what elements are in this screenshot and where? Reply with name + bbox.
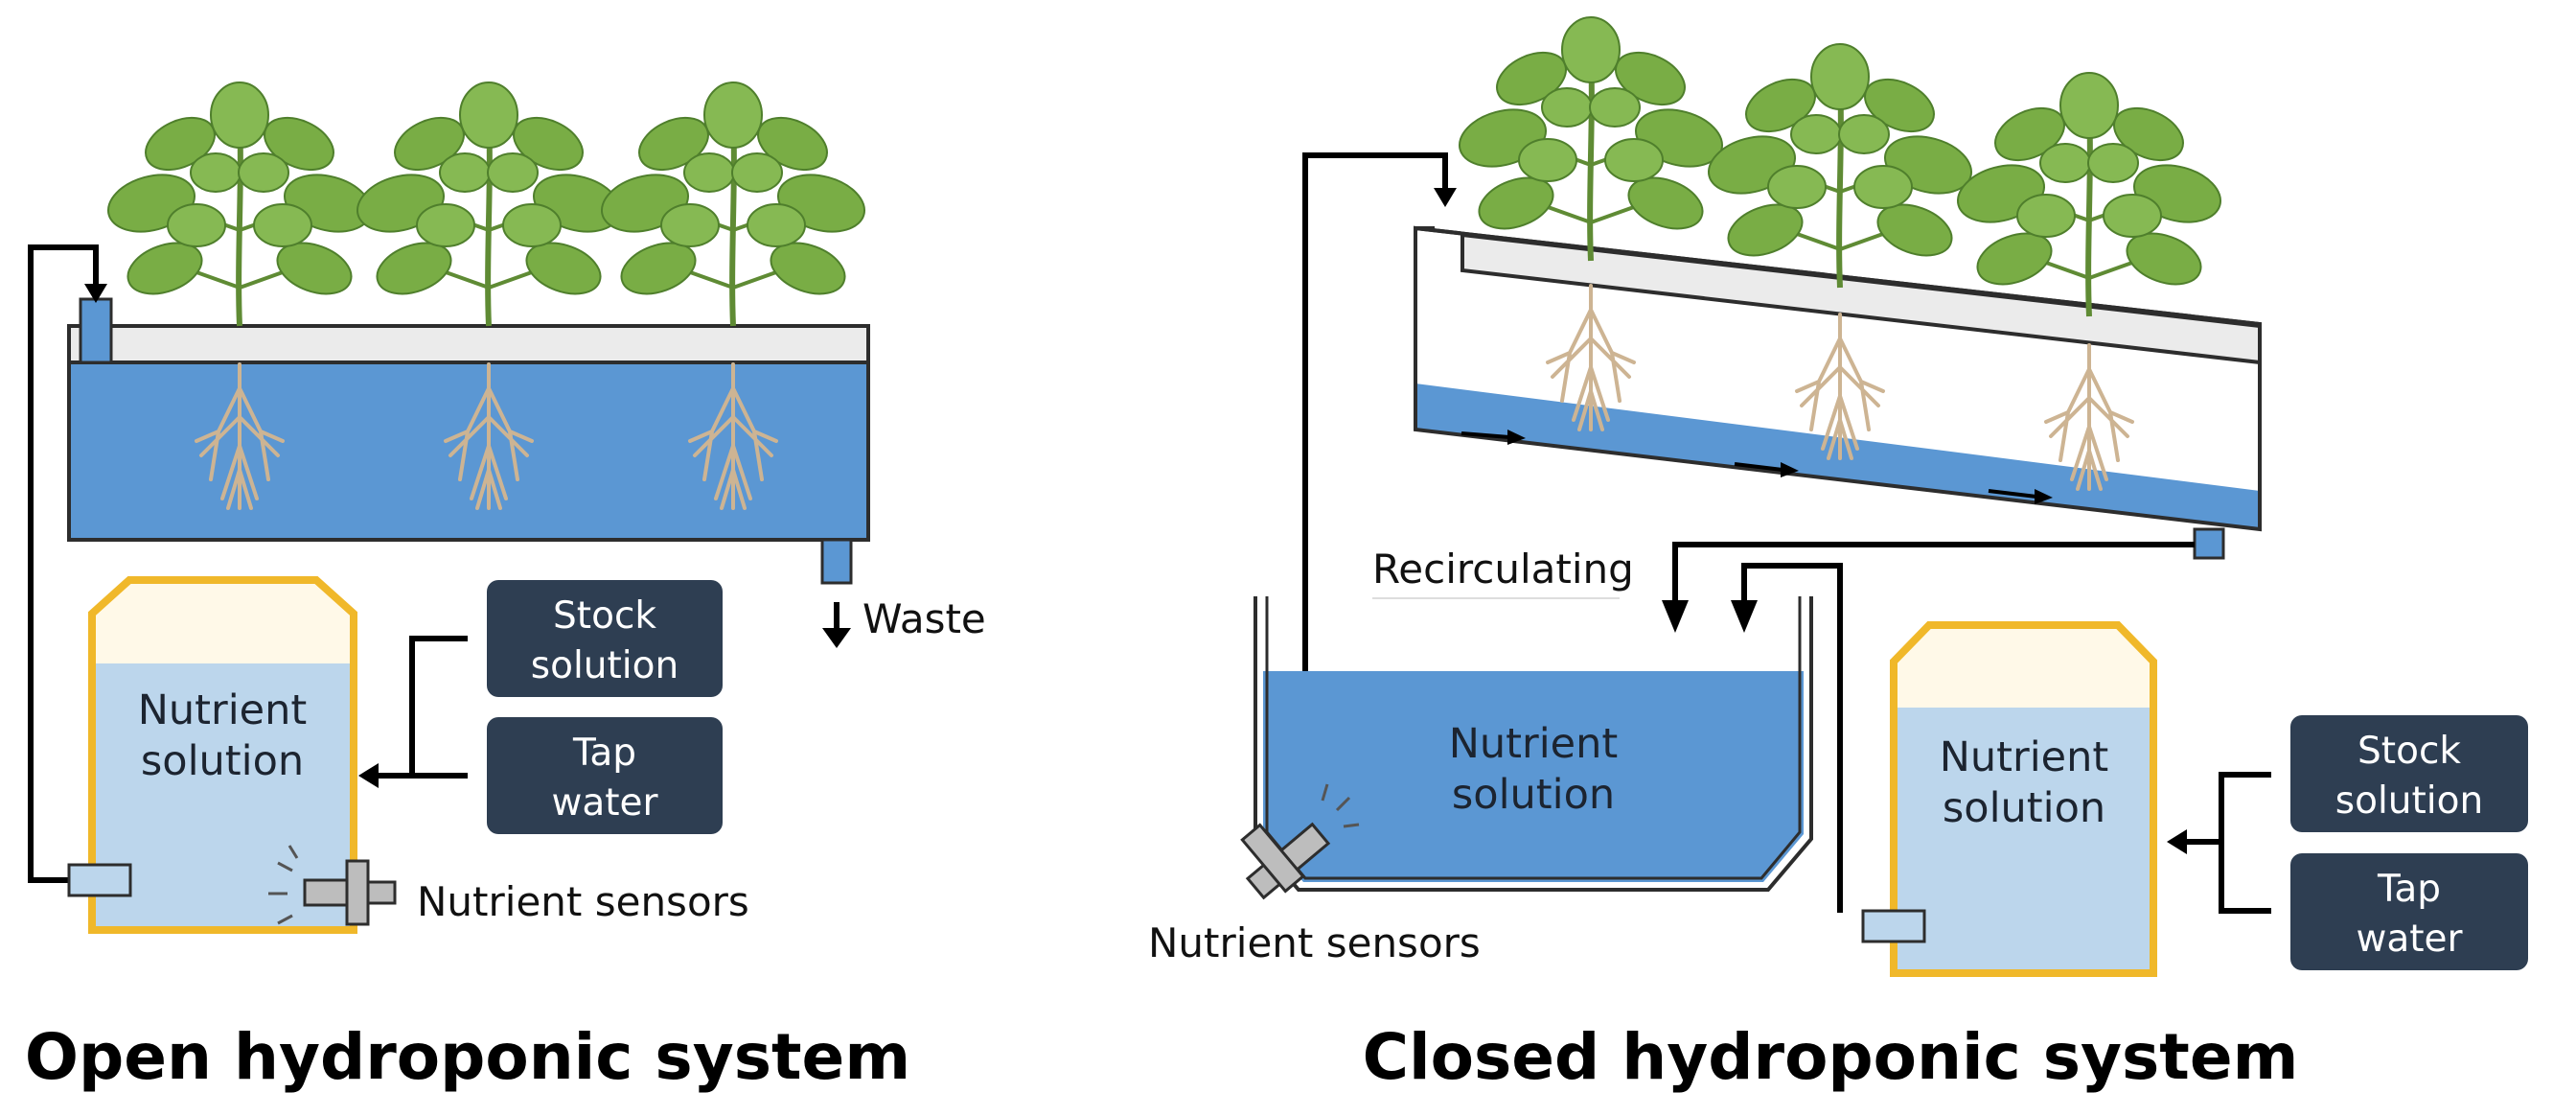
open-nutrient-sensor [268,845,397,926]
open-tap-label-1: Tap [572,732,636,775]
open-stock-label-1: Stock [553,594,656,638]
open-tap-label-2: water [551,781,658,825]
recirculating-label: Recirculating [1372,546,1634,593]
open-supply-arrow-icon [358,763,379,788]
closed-stock-label-1: Stock [2358,730,2461,773]
open-sensors-label: Nutrient sensors [417,878,749,925]
open-plant-1 [102,82,377,326]
closed-plant-1 [1453,17,1728,261]
closed-supply-arrow-icon [2167,829,2187,854]
open-grow-tray [67,360,870,542]
open-feed-arrow-icon [84,284,107,303]
open-inlet-pipe [79,297,113,364]
closed-system: Recirculating Nutrient solution Nutrient… [1148,17,2528,1094]
open-plant-3 [595,82,870,326]
closed-tank-outlet [1861,909,1926,943]
open-plant-2 [351,82,626,326]
open-stock-label-2: solution [531,644,678,687]
closed-tap-label-1: Tap [2377,868,2441,911]
open-grow-panel [67,324,870,364]
open-system: Waste Nutrient solution Nutrient sensors… [25,82,986,1094]
closed-plant-3 [1951,73,2226,316]
open-waste-pipe [820,538,853,585]
waste-arrow-icon [822,628,851,648]
basin-label-1: Nutrient [1449,720,1618,768]
open-stock-solution-box [487,580,723,697]
closed-plant-2 [1702,44,1977,288]
recirculating-basin: Nutrient solution [1254,596,1813,892]
closed-stock-label-2: solution [2335,779,2483,823]
open-tank-outlet [67,863,132,897]
closed-channel-outlet [2193,527,2225,560]
open-nutrient-tank: Nutrient solution [88,576,357,934]
open-tank-label-1: Nutrient [138,686,307,734]
supply-tank-label-1: Nutrient [1940,733,2108,781]
open-system-title: Open hydroponic system [25,1020,910,1094]
closed-feed-arrow-icon [1434,188,1457,207]
open-tank-label-2: solution [141,737,304,785]
waste-label: Waste [862,595,986,642]
supply-tank-label-2: solution [1943,784,2105,832]
return-arrow-icon-2 [1731,600,1758,633]
return-arrow-icon-1 [1662,600,1689,633]
open-tap-water-box [487,717,723,834]
closed-tap-water-box [2290,853,2528,970]
basin-label-2: solution [1452,771,1615,819]
closed-sensors-label: Nutrient sensors [1148,919,1481,966]
closed-stock-solution-box [2290,715,2528,832]
closed-system-title: Closed hydroponic system [1363,1020,2299,1094]
closed-tap-label-2: water [2356,918,2463,961]
flow-arrow-icons [1460,430,2053,504]
closed-nutrient-tank: Nutrient solution [1890,621,2157,977]
closed-nutrient-sensor [1240,783,1360,900]
